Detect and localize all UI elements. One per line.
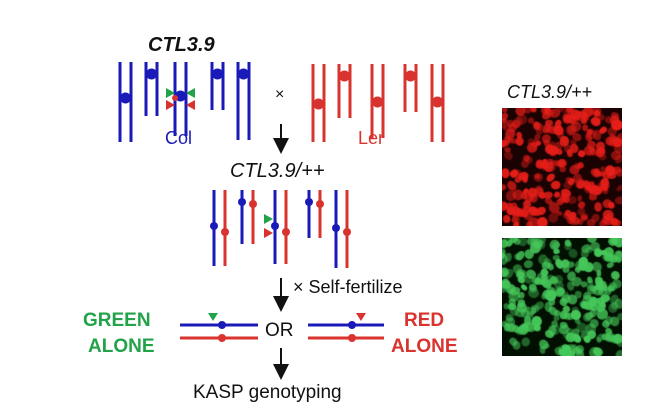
green-fluorescence-panel [502, 238, 622, 356]
top-title: CTL3.9 [148, 34, 215, 56]
self-fertilize-label: × Self-fertilize [293, 277, 403, 297]
red-alone-chromosomes [308, 313, 384, 342]
kasp-label: KASP genotyping [193, 382, 342, 403]
f1-chromosomes [210, 190, 351, 268]
red-alone-label-line2: ALONE [391, 336, 458, 357]
col-marker-triangles [166, 88, 195, 110]
f1-title: CTL3.9/++ [230, 160, 325, 182]
red-alone-label-line1: RED [404, 310, 445, 331]
green-alone-label-line2: ALONE [88, 336, 155, 357]
cross-symbol: × [275, 86, 285, 103]
ler-label: Ler [358, 128, 385, 148]
red-fluorescence-panel [502, 108, 622, 226]
green-alone-label-line1: GREEN [83, 310, 151, 331]
or-label: OR [265, 320, 294, 341]
panel-title: CTL3.9/++ [507, 82, 593, 102]
f1-marker-triangles [264, 214, 273, 238]
col-label: Col [165, 128, 193, 148]
green-alone-chromosomes [180, 313, 258, 342]
ler-chromosomes [311, 64, 445, 142]
